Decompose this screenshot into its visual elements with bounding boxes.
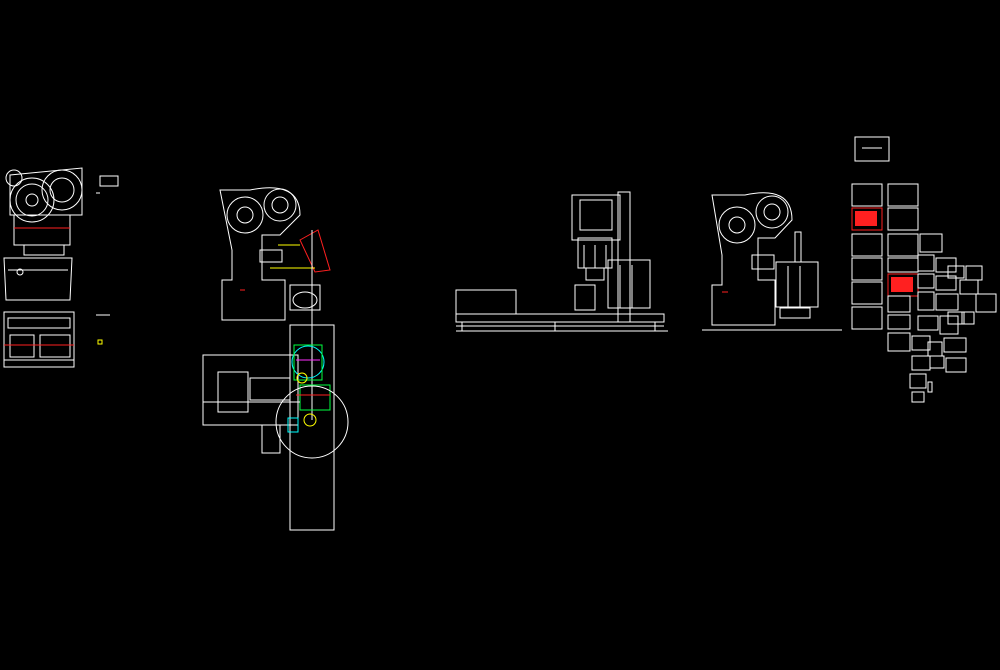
part-drawings-sheet-set[interactable] [851, 136, 997, 403]
press-front-view-right[interactable] [702, 192, 842, 331]
press-front-view-left[interactable] [3, 167, 119, 368]
press-with-feed-table[interactable] [455, 191, 668, 332]
press-side-view-with-plan[interactable] [202, 187, 349, 531]
